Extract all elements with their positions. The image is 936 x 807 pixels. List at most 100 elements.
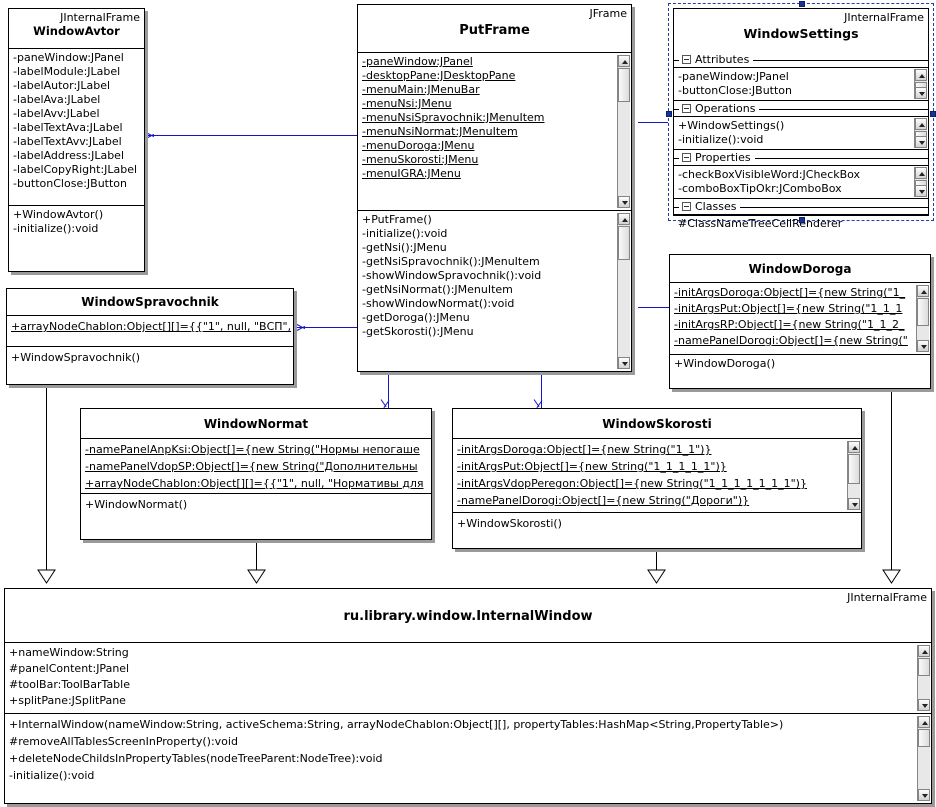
attributes-compartment-internal-window[interactable]: +nameWindow:String #panelContent:JPanel … bbox=[5, 643, 931, 714]
scroll-up-button[interactable] bbox=[915, 167, 927, 179]
selection-handle-top[interactable] bbox=[799, 1, 805, 7]
scroll-up-button[interactable] bbox=[618, 55, 630, 67]
scrollbar-thumb[interactable] bbox=[848, 454, 860, 484]
attribute-item: -menuNsiNormat:JMenuItem bbox=[362, 125, 518, 138]
class-box-window-settings[interactable]: JInternalFrame WindowSettings Attributes… bbox=[666, 1, 936, 230]
scroll-down-button[interactable] bbox=[915, 136, 927, 148]
generalization-arrow-spravochnik bbox=[37, 569, 56, 584]
attributes-compartment-window-doroga[interactable]: -initArgsDoroga:Object[]={new String("1_… bbox=[670, 283, 930, 355]
scrollbar-thumb[interactable] bbox=[917, 298, 929, 326]
scrollbar-attributes-window-skorosti[interactable] bbox=[847, 441, 860, 510]
attribute-item: -labelModule:JLabel bbox=[13, 65, 121, 78]
group-body-attributes[interactable]: -paneWindow:JPanel -buttonClose:JButton bbox=[674, 68, 928, 101]
operation-item: +InternalWindow(nameWindow:String, activ… bbox=[9, 718, 784, 731]
group-header-operations[interactable]: Operations bbox=[674, 101, 928, 117]
generalization-arrow-doroga bbox=[882, 569, 901, 584]
class-box-window-skorosti[interactable]: WindowSkorosti -initArgsDoroga:Object[]=… bbox=[452, 408, 862, 549]
group-body-operations[interactable]: +WindowSettings() -initialize():void bbox=[674, 117, 928, 150]
class-box-internal-window[interactable]: JInternalFrame ru.library.window.Interna… bbox=[4, 588, 932, 804]
scrollbar-properties-window-settings[interactable] bbox=[914, 167, 927, 197]
operations-compartment-window-normat[interactable]: +WindowNormat() bbox=[81, 494, 431, 539]
group-label-wrap[interactable]: Properties bbox=[679, 150, 755, 165]
attribute-item: +arrayNodeChablon:Object[][]={{"1", null… bbox=[11, 320, 292, 333]
scroll-down-button[interactable] bbox=[618, 196, 630, 208]
scrollbar-operations-window-settings[interactable] bbox=[914, 118, 927, 148]
group-label-wrap[interactable]: Operations bbox=[679, 101, 760, 116]
collapse-minus-icon[interactable] bbox=[682, 153, 691, 162]
operations-compartment-window-doroga[interactable]: +WindowDoroga() bbox=[670, 355, 930, 388]
scroll-up-button[interactable] bbox=[918, 645, 930, 657]
attribute-item: -initArgsVdopPeregon:Object[]={new Strin… bbox=[457, 477, 807, 490]
collapse-minus-icon[interactable] bbox=[682, 55, 691, 64]
attributes-compartment-window-spravochnik[interactable]: +arrayNodeChablon:Object[][]={{"1", null… bbox=[7, 316, 293, 347]
attribute-item: -labelCopyRight:JLabel bbox=[13, 163, 138, 176]
operation-item: +WindowSkorosti() bbox=[457, 517, 562, 530]
scroll-up-button[interactable] bbox=[848, 441, 860, 453]
class-box-window-doroga[interactable]: WindowDoroga -initArgsDoroga:Object[]={n… bbox=[669, 254, 931, 389]
assoc-putframe-windowskorosti bbox=[541, 375, 542, 408]
chevron-down-icon bbox=[919, 92, 925, 96]
attribute-item: -initArgsPut:Object[]={new String("1_1_1… bbox=[457, 460, 727, 473]
class-header-window-spravochnik: WindowSpravochnik bbox=[7, 289, 293, 316]
operation-item: +WindowNormat() bbox=[85, 498, 188, 511]
scroll-down-button[interactable] bbox=[917, 340, 929, 352]
scrollbar-attributes-window-doroga[interactable] bbox=[916, 285, 929, 352]
operations-compartment-window-avtor[interactable]: +WindowAvtor() -initialize():void bbox=[9, 206, 144, 271]
scroll-down-button[interactable] bbox=[918, 699, 930, 711]
class-name: WindowSkorosti bbox=[602, 417, 712, 431]
operations-compartment-internal-window[interactable]: +InternalWindow(nameWindow:String, activ… bbox=[5, 714, 931, 803]
scrollbar-operations-internal-window[interactable] bbox=[917, 716, 930, 801]
scrollbar-attributes-internal-window[interactable] bbox=[917, 645, 930, 711]
attribute-item: #toolBar:ToolBarTable bbox=[9, 678, 130, 691]
scrollbar-thumb[interactable] bbox=[918, 729, 930, 747]
attributes-compartment-window-avtor[interactable]: -paneWindow:JPanel -labelModule:JLabel -… bbox=[9, 49, 144, 206]
group-label-wrap[interactable]: Attributes bbox=[679, 52, 754, 67]
scroll-up-button[interactable] bbox=[915, 69, 927, 81]
attributes-compartment-put-frame[interactable]: -paneWindow:JPanel -desktopPane:JDesktop… bbox=[358, 53, 631, 211]
operation-item: +WindowSettings() bbox=[678, 119, 785, 132]
scroll-down-button[interactable] bbox=[915, 185, 927, 197]
scrollbar-attributes-put-frame[interactable] bbox=[617, 55, 630, 208]
class-box-window-spravochnik[interactable]: WindowSpravochnik +arrayNodeChablon:Obje… bbox=[6, 288, 294, 385]
attributes-compartment-window-skorosti[interactable]: -initArgsDoroga:Object[]={new String("1_… bbox=[453, 439, 861, 513]
class-header-internal-window: JInternalFrame ru.library.window.Interna… bbox=[5, 589, 931, 643]
class-name: WindowDoroga bbox=[748, 262, 852, 276]
group-label: Properties bbox=[695, 151, 751, 164]
scrollbar-thumb[interactable] bbox=[618, 68, 630, 102]
collapse-minus-icon[interactable] bbox=[682, 104, 691, 113]
class-box-put-frame[interactable]: JFrame PutFrame -paneWindow:JPanel -desk… bbox=[357, 4, 632, 372]
operations-compartment-window-spravochnik[interactable]: +WindowSpravochnik() bbox=[7, 347, 293, 384]
group-body-properties[interactable]: -checkBoxVisibleWord:JCheckBox -comboBox… bbox=[674, 166, 928, 199]
attribute-item: -initArgsDoroga:Object[]={new String("1_ bbox=[674, 286, 906, 299]
selection-handle-left[interactable] bbox=[666, 111, 672, 117]
scrollbar-thumb[interactable] bbox=[618, 226, 630, 260]
scroll-up-button[interactable] bbox=[915, 118, 927, 130]
scrollbar-thumb[interactable] bbox=[918, 658, 930, 676]
attributes-compartment-window-normat[interactable]: -namePanelAnpKsi:Object[]={new String("Н… bbox=[81, 439, 431, 494]
scroll-up-button[interactable] bbox=[618, 213, 630, 225]
scroll-up-button[interactable] bbox=[917, 285, 929, 297]
class-box-window-normat[interactable]: WindowNormat -namePanelAnpKsi:Object[]={… bbox=[80, 408, 432, 540]
group-label-wrap[interactable]: Classes bbox=[679, 199, 741, 214]
group-header-classes[interactable]: Classes bbox=[674, 199, 928, 215]
scrollbar-attributes-window-settings[interactable] bbox=[914, 69, 927, 99]
group-header-attributes[interactable]: Attributes bbox=[674, 52, 928, 68]
operation-item: +WindowSpravochnik() bbox=[11, 351, 141, 364]
scroll-down-button[interactable] bbox=[848, 498, 860, 510]
collapse-minus-icon[interactable] bbox=[682, 202, 691, 211]
scroll-down-button[interactable] bbox=[618, 357, 630, 369]
selection-handle-right[interactable] bbox=[930, 111, 936, 117]
scroll-up-button[interactable] bbox=[918, 716, 930, 728]
class-header-window-settings: JInternalFrame WindowSettings bbox=[674, 9, 928, 52]
attribute-item: +splitPane:JSplitPane bbox=[9, 694, 126, 707]
scroll-down-button[interactable] bbox=[915, 87, 927, 99]
group-header-properties[interactable]: Properties bbox=[674, 150, 928, 166]
scroll-down-button[interactable] bbox=[918, 789, 930, 801]
operations-compartment-window-skorosti[interactable]: +WindowSkorosti() bbox=[453, 513, 861, 548]
scrollbar-operations-put-frame[interactable] bbox=[617, 213, 630, 369]
class-box-window-avtor[interactable]: JInternalFrame WindowAvtor -paneWindow:J… bbox=[8, 8, 145, 272]
group-label: Attributes bbox=[695, 53, 750, 66]
attribute-item: -labelAva:JLabel bbox=[13, 93, 101, 106]
operations-compartment-put-frame[interactable]: +PutFrame() -initialize():void -getNsi()… bbox=[358, 211, 631, 371]
selection-handle-bottom[interactable] bbox=[799, 217, 805, 223]
